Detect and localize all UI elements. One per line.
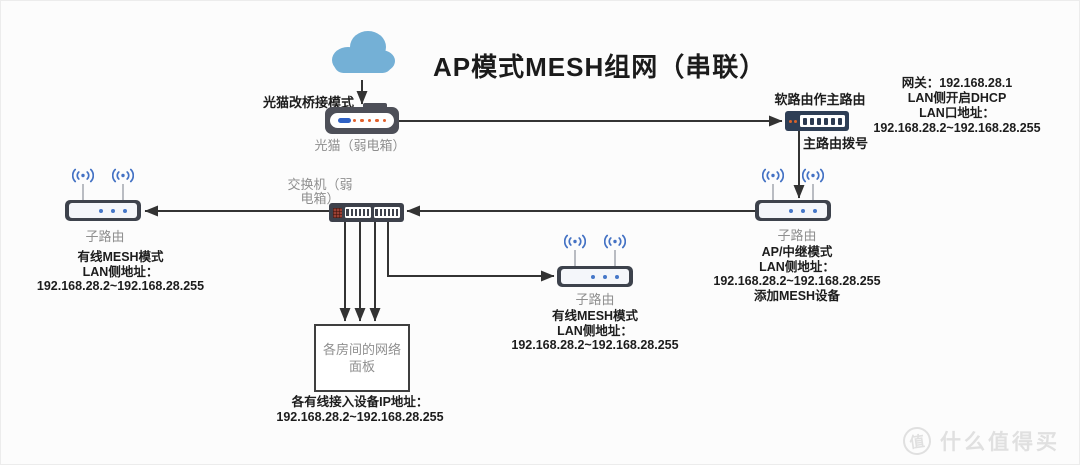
router-body — [65, 200, 141, 221]
switch-port-group — [345, 207, 371, 218]
detail-line: 有线MESH模式 — [77, 250, 164, 264]
switch-vent-grid — [333, 207, 342, 218]
network-panel-label: 各房间的网络 面板 — [322, 342, 401, 374]
right-router-name: 子路由 — [777, 228, 817, 243]
antenna — [574, 250, 576, 266]
router-body — [755, 200, 831, 221]
network-panel-box: 各房间的网络 面板 — [314, 324, 410, 392]
middle-router-details: 有线MESH模式 LAN侧地址： 192.168.28.2~192.168.28… — [492, 309, 698, 353]
right-router-details: AP/中继模式 LAN侧地址： 192.168.28.2~192.168.28.… — [672, 245, 922, 303]
antenna — [122, 184, 124, 200]
antenna — [614, 250, 616, 266]
middle-router-device — [557, 233, 633, 287]
detail-line: 添加MESH设备 — [753, 288, 841, 303]
info-line: 192.168.28.2~192.168.28.255 — [873, 121, 1041, 135]
antenna — [812, 184, 814, 200]
wifi-signal-icon — [563, 233, 587, 250]
modem-indicator-bar — [338, 118, 351, 123]
info-line: 网关：192.168.28.1 — [901, 76, 1013, 90]
watermark: 值 什么值得买 — [901, 425, 1060, 457]
info-line: LAN口地址： — [919, 106, 995, 120]
modem-device — [325, 103, 399, 134]
modem-name-label: 光猫（弱电箱） — [314, 138, 406, 153]
switch-port-group — [374, 207, 400, 218]
detail-line: 192.168.28.2~192.168.28.255 — [36, 279, 205, 293]
wifi-signal-icon — [111, 167, 135, 184]
main-router-device — [785, 111, 849, 131]
main-router-ports — [800, 115, 845, 127]
detail-line: 192.168.28.2~192.168.28.255 — [511, 338, 679, 352]
detail-line: 有线MESH模式 — [551, 309, 639, 323]
detail-line: 各有线接入设备IP地址： — [291, 395, 429, 409]
main-router-info: 网关：192.168.28.1 LAN侧开启DHCP LAN口地址： 192.1… — [842, 76, 1072, 136]
detail-line: LAN侧地址： — [82, 264, 159, 279]
modem-face — [330, 113, 394, 128]
antenna — [772, 184, 774, 200]
diagram-title: AP模式MESH组网（串联） — [433, 52, 767, 82]
watermark-badge-icon: 值 — [901, 425, 933, 457]
detail-line: 192.168.28.2~192.168.28.255 — [276, 410, 444, 424]
panel-details: 各有线接入设备IP地址： 192.168.28.2~192.168.28.255 — [248, 395, 472, 425]
info-line: LAN侧开启DHCP — [907, 91, 1007, 105]
wifi-signal-icon — [801, 167, 825, 184]
wifi-signal-icon — [761, 167, 785, 184]
left-router-device — [65, 167, 141, 221]
detail-line: AP/中继模式 — [761, 245, 833, 259]
main-router-dial-label: 主路由拨号 — [803, 136, 869, 151]
modem-tab — [363, 103, 387, 111]
left-router-details: 有线MESH模式 LAN侧地址： 192.168.28.2~192.168.28… — [18, 250, 223, 294]
switch-device — [329, 203, 404, 222]
main-router-role-label: 软路由作主路由 — [774, 92, 866, 107]
wifi-signal-icon — [603, 233, 627, 250]
cloud-icon — [326, 27, 400, 85]
left-router-name: 子路由 — [85, 229, 125, 244]
right-router-device — [755, 167, 831, 221]
detail-line: 192.168.28.2~192.168.28.255 — [713, 274, 881, 288]
wifi-signal-icon — [71, 167, 95, 184]
main-router-leds — [789, 119, 797, 123]
detail-line: LAN侧地址： — [557, 323, 633, 338]
wire-switch-to-middle-router — [387, 222, 555, 282]
modem-led-dots — [352, 118, 386, 123]
router-body — [557, 266, 633, 287]
detail-line: LAN侧地址： — [759, 259, 835, 274]
middle-router-name: 子路由 — [575, 292, 615, 307]
antenna — [82, 184, 84, 200]
watermark-text: 什么值得买 — [940, 431, 1060, 454]
switch-name: 交换机（弱 电箱） — [287, 177, 353, 206]
modem-mode-label: 光猫改桥接模式 — [262, 95, 354, 110]
